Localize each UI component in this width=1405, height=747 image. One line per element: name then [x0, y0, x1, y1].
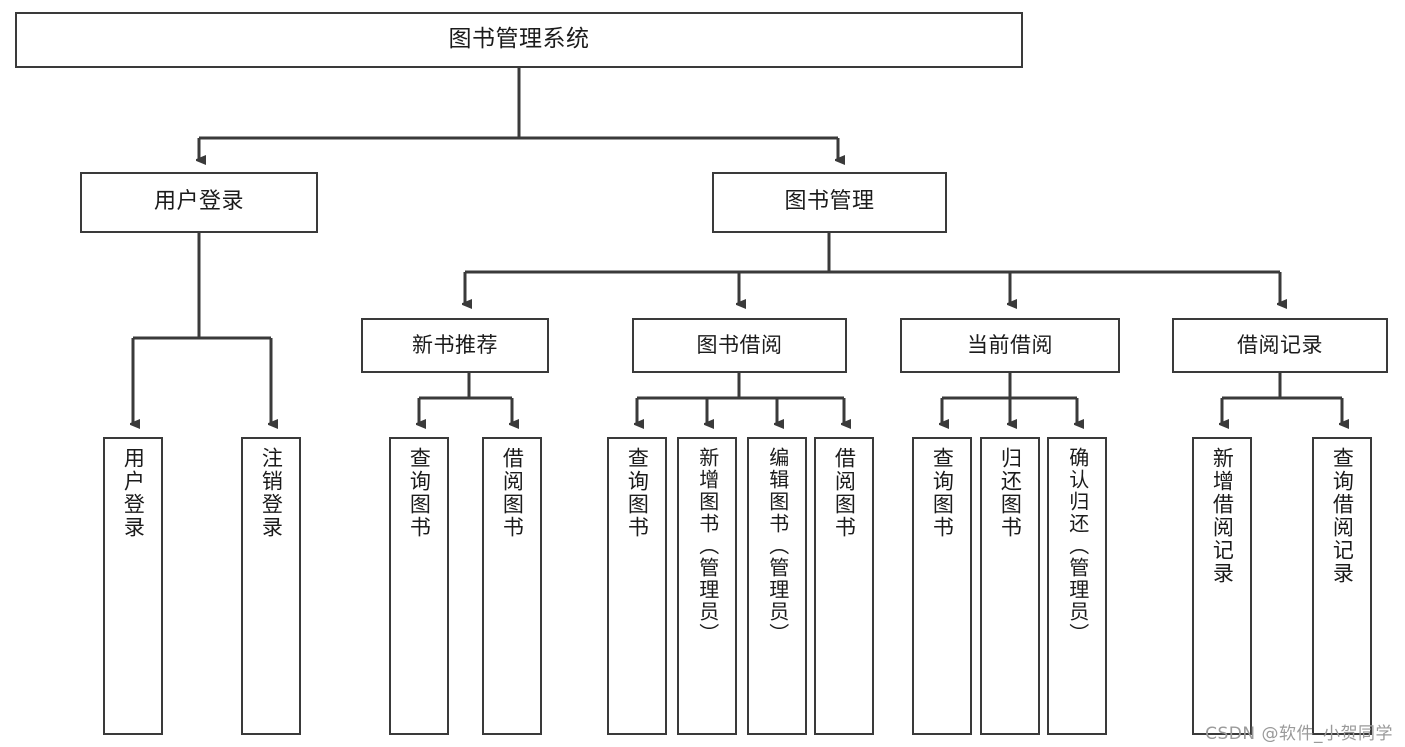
node-label: 图书管理系统 — [448, 26, 590, 53]
watermark-text: CSDN @软件_小贺同学 — [1205, 724, 1393, 744]
leaf-edit-book-admin[interactable]: 编辑图书（管理员） — [747, 437, 807, 735]
node-label: 用户登录 — [153, 189, 244, 215]
node-label: 借阅图书 — [500, 447, 525, 539]
node-user-login[interactable]: 用户登录 — [80, 172, 318, 233]
node-current-borrow[interactable]: 当前借阅 — [900, 318, 1120, 373]
node-label: 新增图书（管理员） — [695, 447, 720, 645]
node-label: 查询借阅记录 — [1330, 447, 1355, 585]
node-label: 当前借阅 — [967, 332, 1053, 357]
node-label: 用户登录 — [121, 447, 146, 539]
node-label: 查询图书 — [930, 447, 955, 539]
node-label: 借阅记录 — [1237, 332, 1323, 357]
node-label: 注销登录 — [259, 447, 284, 539]
node-label: 查询图书 — [407, 447, 432, 539]
leaf-borrow-books[interactable]: 借阅图书 — [814, 437, 874, 735]
leaf-query-books-recommend[interactable]: 查询图书 — [389, 437, 449, 735]
node-label: 确认归还（管理员） — [1065, 447, 1090, 645]
node-book-borrow[interactable]: 图书借阅 — [632, 318, 847, 373]
node-label: 归还图书 — [998, 447, 1023, 539]
node-label: 查询图书 — [625, 447, 650, 539]
leaf-add-book-admin[interactable]: 新增图书（管理员） — [677, 437, 737, 735]
leaf-borrow-books-recommend[interactable]: 借阅图书 — [482, 437, 542, 735]
leaf-query-books-current[interactable]: 查询图书 — [912, 437, 972, 735]
node-new-book-recommend[interactable]: 新书推荐 — [361, 318, 549, 373]
node-label: 图书管理 — [784, 189, 875, 215]
node-book-management[interactable]: 图书管理 — [712, 172, 947, 233]
leaf-query-borrow-record[interactable]: 查询借阅记录 — [1312, 437, 1372, 735]
leaf-query-books-borrow[interactable]: 查询图书 — [607, 437, 667, 735]
node-label: 借阅图书 — [832, 447, 857, 539]
leaf-user-login[interactable]: 用户登录 — [103, 437, 163, 735]
leaf-add-borrow-record[interactable]: 新增借阅记录 — [1192, 437, 1252, 735]
node-root-system[interactable]: 图书管理系统 — [15, 12, 1023, 68]
leaf-confirm-return-admin[interactable]: 确认归还（管理员） — [1047, 437, 1107, 735]
node-label: 新增借阅记录 — [1210, 447, 1235, 585]
node-label: 新书推荐 — [412, 332, 498, 357]
leaf-logout-login[interactable]: 注销登录 — [241, 437, 301, 735]
node-label: 图书借阅 — [696, 332, 783, 357]
node-borrow-record[interactable]: 借阅记录 — [1172, 318, 1388, 373]
node-label: 编辑图书（管理员） — [765, 447, 790, 645]
leaf-return-books[interactable]: 归还图书 — [980, 437, 1040, 735]
